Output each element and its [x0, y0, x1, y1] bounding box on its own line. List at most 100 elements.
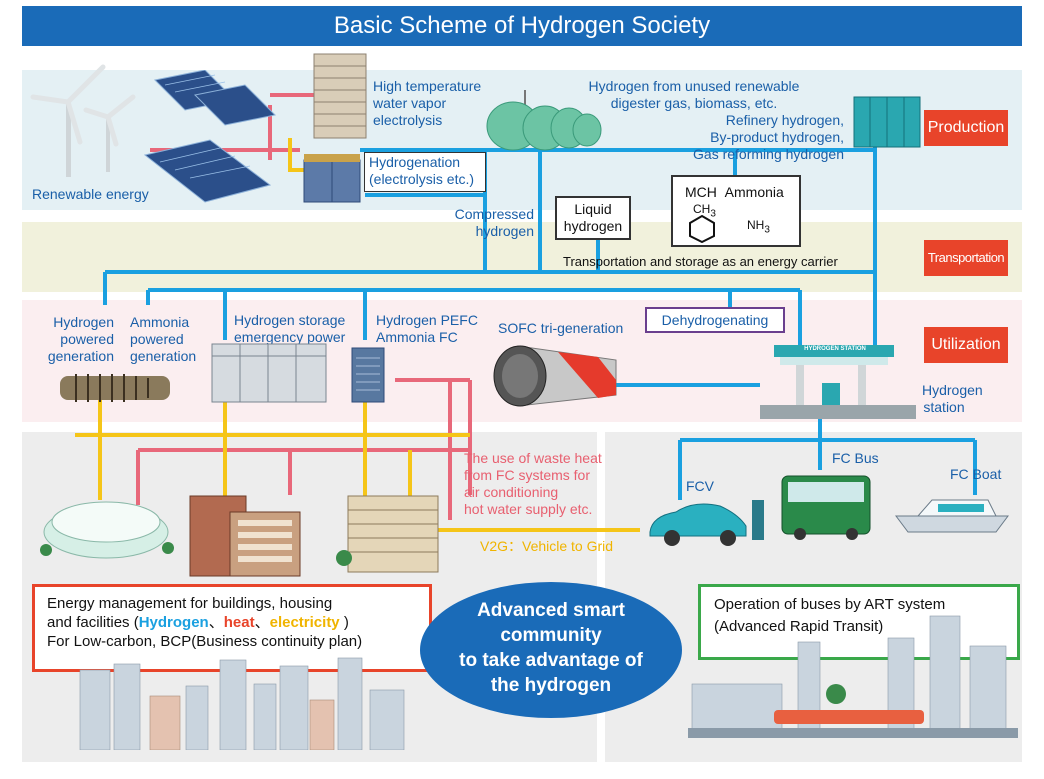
solar-panels — [143, 70, 277, 203]
hydrogen-station-icon — [760, 345, 916, 419]
apg-line-1: Ammonia — [130, 314, 190, 330]
compressed-label: Compressed hydrogen — [448, 206, 534, 240]
em-line-3: For Low-carbon, BCP(Business continuity … — [47, 633, 363, 650]
em-sep-1: 、 — [208, 614, 224, 631]
ammonia-label: Ammonia — [724, 184, 784, 200]
stadium-icon — [40, 501, 174, 559]
renewable-label: Renewable energy — [32, 186, 149, 202]
liquid-line-1: Liquid — [574, 201, 612, 217]
city-skyline-right — [688, 615, 1018, 738]
center-line-2: community — [500, 625, 602, 646]
fcbus-label: FC Bus — [832, 450, 879, 466]
fc-boat-icon — [895, 499, 1009, 533]
storage-line-1: Hydrogen storage — [234, 312, 346, 328]
apg-label: Ammonia powered generation — [130, 314, 196, 365]
hte-label: High temperature water vapor electrolysi… — [373, 78, 481, 129]
pefc-line-1: Hydrogen PEFC — [376, 312, 478, 328]
art-box — [698, 584, 1020, 660]
unused-line-1: Hydrogen from unused renewable — [588, 78, 800, 94]
storage-label: Hydrogen storage emergency power — [234, 312, 345, 346]
waste-line-2: from FC systems for — [464, 467, 591, 483]
production-tag: Production — [924, 110, 1008, 146]
ch3-subscript: 3 — [710, 208, 716, 220]
art-line-1: Operation of buses by ART system — [714, 596, 946, 613]
ch3-label: CH — [693, 202, 711, 216]
mch-label: MCH — [685, 184, 717, 200]
em-sep-2: 、 — [254, 614, 270, 631]
unused-line-2: digester gas, biomass, etc. — [610, 95, 778, 111]
em-line-1: Energy management for buildings, housing — [47, 595, 333, 612]
hte-line-3: electrolysis — [373, 112, 443, 128]
em-hydrogen: Hydrogen — [138, 614, 209, 631]
refinery-label: Refinery hydrogen, By-product hydrogen, … — [676, 112, 844, 163]
pefc-label: Hydrogen PEFC Ammonia FC — [376, 312, 478, 346]
hte-line-1: High temperature — [373, 78, 482, 94]
energy-management-box — [32, 584, 432, 672]
em-line-2-end: ) — [339, 614, 349, 631]
hpg-label: Hydrogen powered generation — [38, 314, 114, 365]
waste-heat-label: The use of waste heat from FC systems fo… — [464, 450, 602, 518]
hpg-line-1: Hydrogen — [53, 314, 114, 330]
pefc-line-2: Ammonia FC — [376, 329, 458, 345]
station-line-2: station — [923, 399, 965, 415]
smart-community-ellipse — [420, 582, 682, 718]
carrier-label: Transportation and storage as an energy … — [563, 254, 838, 269]
transportation-band — [22, 222, 1022, 292]
nh3-subscript: 3 — [764, 224, 770, 236]
apg-line-3: generation — [130, 348, 197, 364]
station-label: Hydrogen station — [922, 382, 983, 416]
office-building-icon — [189, 495, 301, 577]
refinery-line-1: Refinery hydrogen, — [725, 112, 844, 128]
digester-tanks — [486, 90, 602, 151]
hydrogenation-unit — [303, 154, 361, 203]
v2g-label: V2G：Vehicle to Grid — [480, 538, 614, 554]
waste-line-4: hot water supply etc. — [464, 501, 593, 517]
station-line-1: Hydrogen — [922, 382, 983, 398]
storage-units-icon — [211, 343, 327, 403]
refinery-line-2: By-product hydrogen, — [710, 129, 844, 145]
hpg-line-2: powered — [60, 331, 114, 347]
hydrogenation-line-2: (electrolysis etc.) — [369, 171, 475, 187]
refinery-unit — [853, 96, 921, 148]
compressed-line-1: Compressed — [454, 206, 534, 222]
city-skyline-left — [79, 657, 405, 750]
waste-line-3: air conditioning — [464, 484, 559, 500]
utilization-tag: Utilization — [924, 327, 1008, 363]
fuel-cell-icon — [351, 347, 385, 403]
hydrogenation-box: Hydrogenation (electrolysis etc.) — [364, 152, 486, 192]
apg-line-2: powered — [130, 331, 184, 347]
fcv-car-icon — [649, 500, 764, 546]
smart-community-text: Advanced smart community to take advanta… — [420, 598, 682, 698]
apartment-icon — [336, 495, 439, 573]
hte-line-2: water vapor — [373, 95, 447, 111]
center-line-1: Advanced smart — [477, 600, 625, 621]
sofc-unit-icon — [493, 345, 617, 407]
storage-line-2: emergency power — [234, 329, 346, 345]
cyclohexane-icon — [689, 214, 715, 243]
wind-turbines — [30, 64, 136, 177]
energy-management-text: Energy management for buildings, housing… — [47, 594, 362, 651]
turbine-engine-icon — [60, 374, 170, 402]
mch-ammonia-box: MCH Ammonia CH3 NH3 — [671, 175, 801, 247]
page-title: Basic Scheme of Hydrogen Society — [22, 6, 1022, 46]
fc-bus-icon — [781, 475, 871, 540]
center-line-4: the hydrogen — [490, 675, 612, 696]
nh3-label: NH — [747, 218, 765, 232]
sofc-label: SOFC tri-generation — [498, 320, 624, 336]
station-sign: HYDROGEN STATION — [804, 346, 866, 352]
em-electricity: electricity — [269, 614, 340, 631]
hydrogenation-line-1: Hydrogenation — [369, 154, 461, 170]
compressed-line-2: hydrogen — [475, 223, 534, 239]
electrolysis-building — [313, 53, 367, 139]
art-text: Operation of buses by ART system (Advanc… — [714, 594, 945, 638]
hpg-line-3: generation — [47, 348, 114, 364]
em-heat: heat — [223, 614, 255, 631]
waste-line-1: The use of waste heat — [464, 450, 602, 466]
liquid-line-2: hydrogen — [563, 218, 623, 234]
liquid-hydrogen-box: Liquid hydrogen — [555, 196, 631, 240]
art-line-2: (Advanced Rapid Transit) — [714, 618, 884, 635]
dehydrogenating-box: Dehydrogenating — [645, 307, 785, 333]
refinery-line-3: Gas reforming hydrogen — [693, 146, 844, 162]
fcv-label: FCV — [686, 478, 714, 494]
